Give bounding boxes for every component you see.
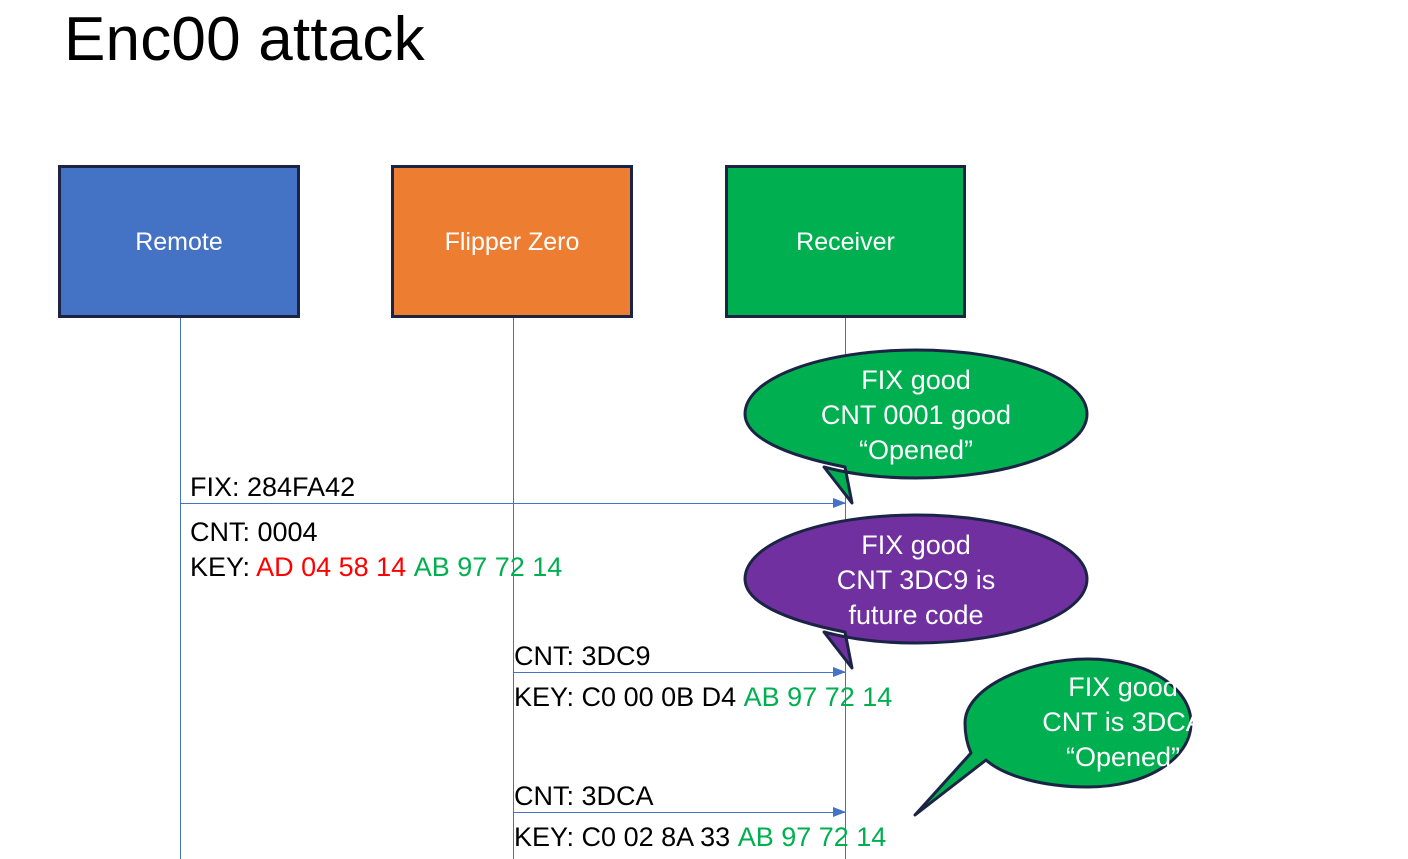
lifeline-remote — [180, 318, 181, 859]
message-label-key-2: KEY: C0 00 0B D4 AB 97 72 14 — [514, 680, 892, 714]
arrow-remote-to-receiver — [181, 498, 846, 508]
key-black-bytes-2: C0 00 0B D4 — [581, 682, 737, 712]
key-red-bytes-1: AD 04 58 14 — [256, 552, 407, 582]
message-label-fix: FIX: 284FA42 — [190, 472, 356, 502]
callout-shape-green-2 — [913, 657, 1193, 817]
callout-receiver-first-code[interactable]: FIX good CNT 0001 good “Opened” — [742, 348, 1090, 506]
message-label-cnt-0004: CNT: 0004 — [190, 517, 318, 547]
actor-label-remote: Remote — [135, 227, 223, 256]
message-label-key-3: KEY: C0 02 8A 33 AB 97 72 14 — [514, 820, 886, 854]
key-prefix-3: KEY: — [514, 822, 582, 852]
key-space-1 — [406, 552, 414, 582]
key-green-bytes-3: AB 97 72 14 — [737, 822, 887, 852]
page-title: Enc00 attack — [64, 5, 425, 74]
key-space-3 — [730, 822, 738, 852]
actor-box-flipper-zero[interactable]: Flipper Zero — [391, 165, 633, 318]
key-prefix-1: KEY: — [190, 552, 257, 582]
actor-box-receiver[interactable]: Receiver — [725, 165, 966, 318]
key-space-2 — [736, 682, 744, 712]
key-black-bytes-3: C0 02 8A 33 — [581, 822, 731, 852]
key-prefix-2: KEY: — [514, 682, 582, 712]
message-label-key-1: KEY: AD 04 58 14 AB 97 72 14 — [190, 550, 562, 584]
key-green-bytes-1: AB 97 72 14 — [413, 552, 563, 582]
arrow-flipper-to-receiver-1 — [514, 667, 846, 677]
callout-receiver-future-code[interactable]: FIX good CNT 3DC9 is future code — [742, 513, 1090, 671]
lifeline-flipper-zero — [513, 318, 514, 859]
key-green-bytes-2: AB 97 72 14 — [743, 682, 893, 712]
actor-label-receiver: Receiver — [796, 227, 895, 256]
message-label-cnt-3dca: CNT: 3DCA — [514, 781, 654, 811]
callout-receiver-opened-3dca[interactable]: FIX good CNT is 3DCA “Opened” — [913, 657, 1263, 817]
callout-shape-green-1 — [743, 348, 1089, 505]
callout-shape-purple — [743, 513, 1089, 670]
message-label-cnt-3dc9: CNT: 3DC9 — [514, 641, 651, 671]
actor-label-flipper-zero: Flipper Zero — [444, 227, 580, 256]
actor-box-remote[interactable]: Remote — [58, 165, 300, 318]
arrow-flipper-to-receiver-2 — [514, 807, 846, 817]
